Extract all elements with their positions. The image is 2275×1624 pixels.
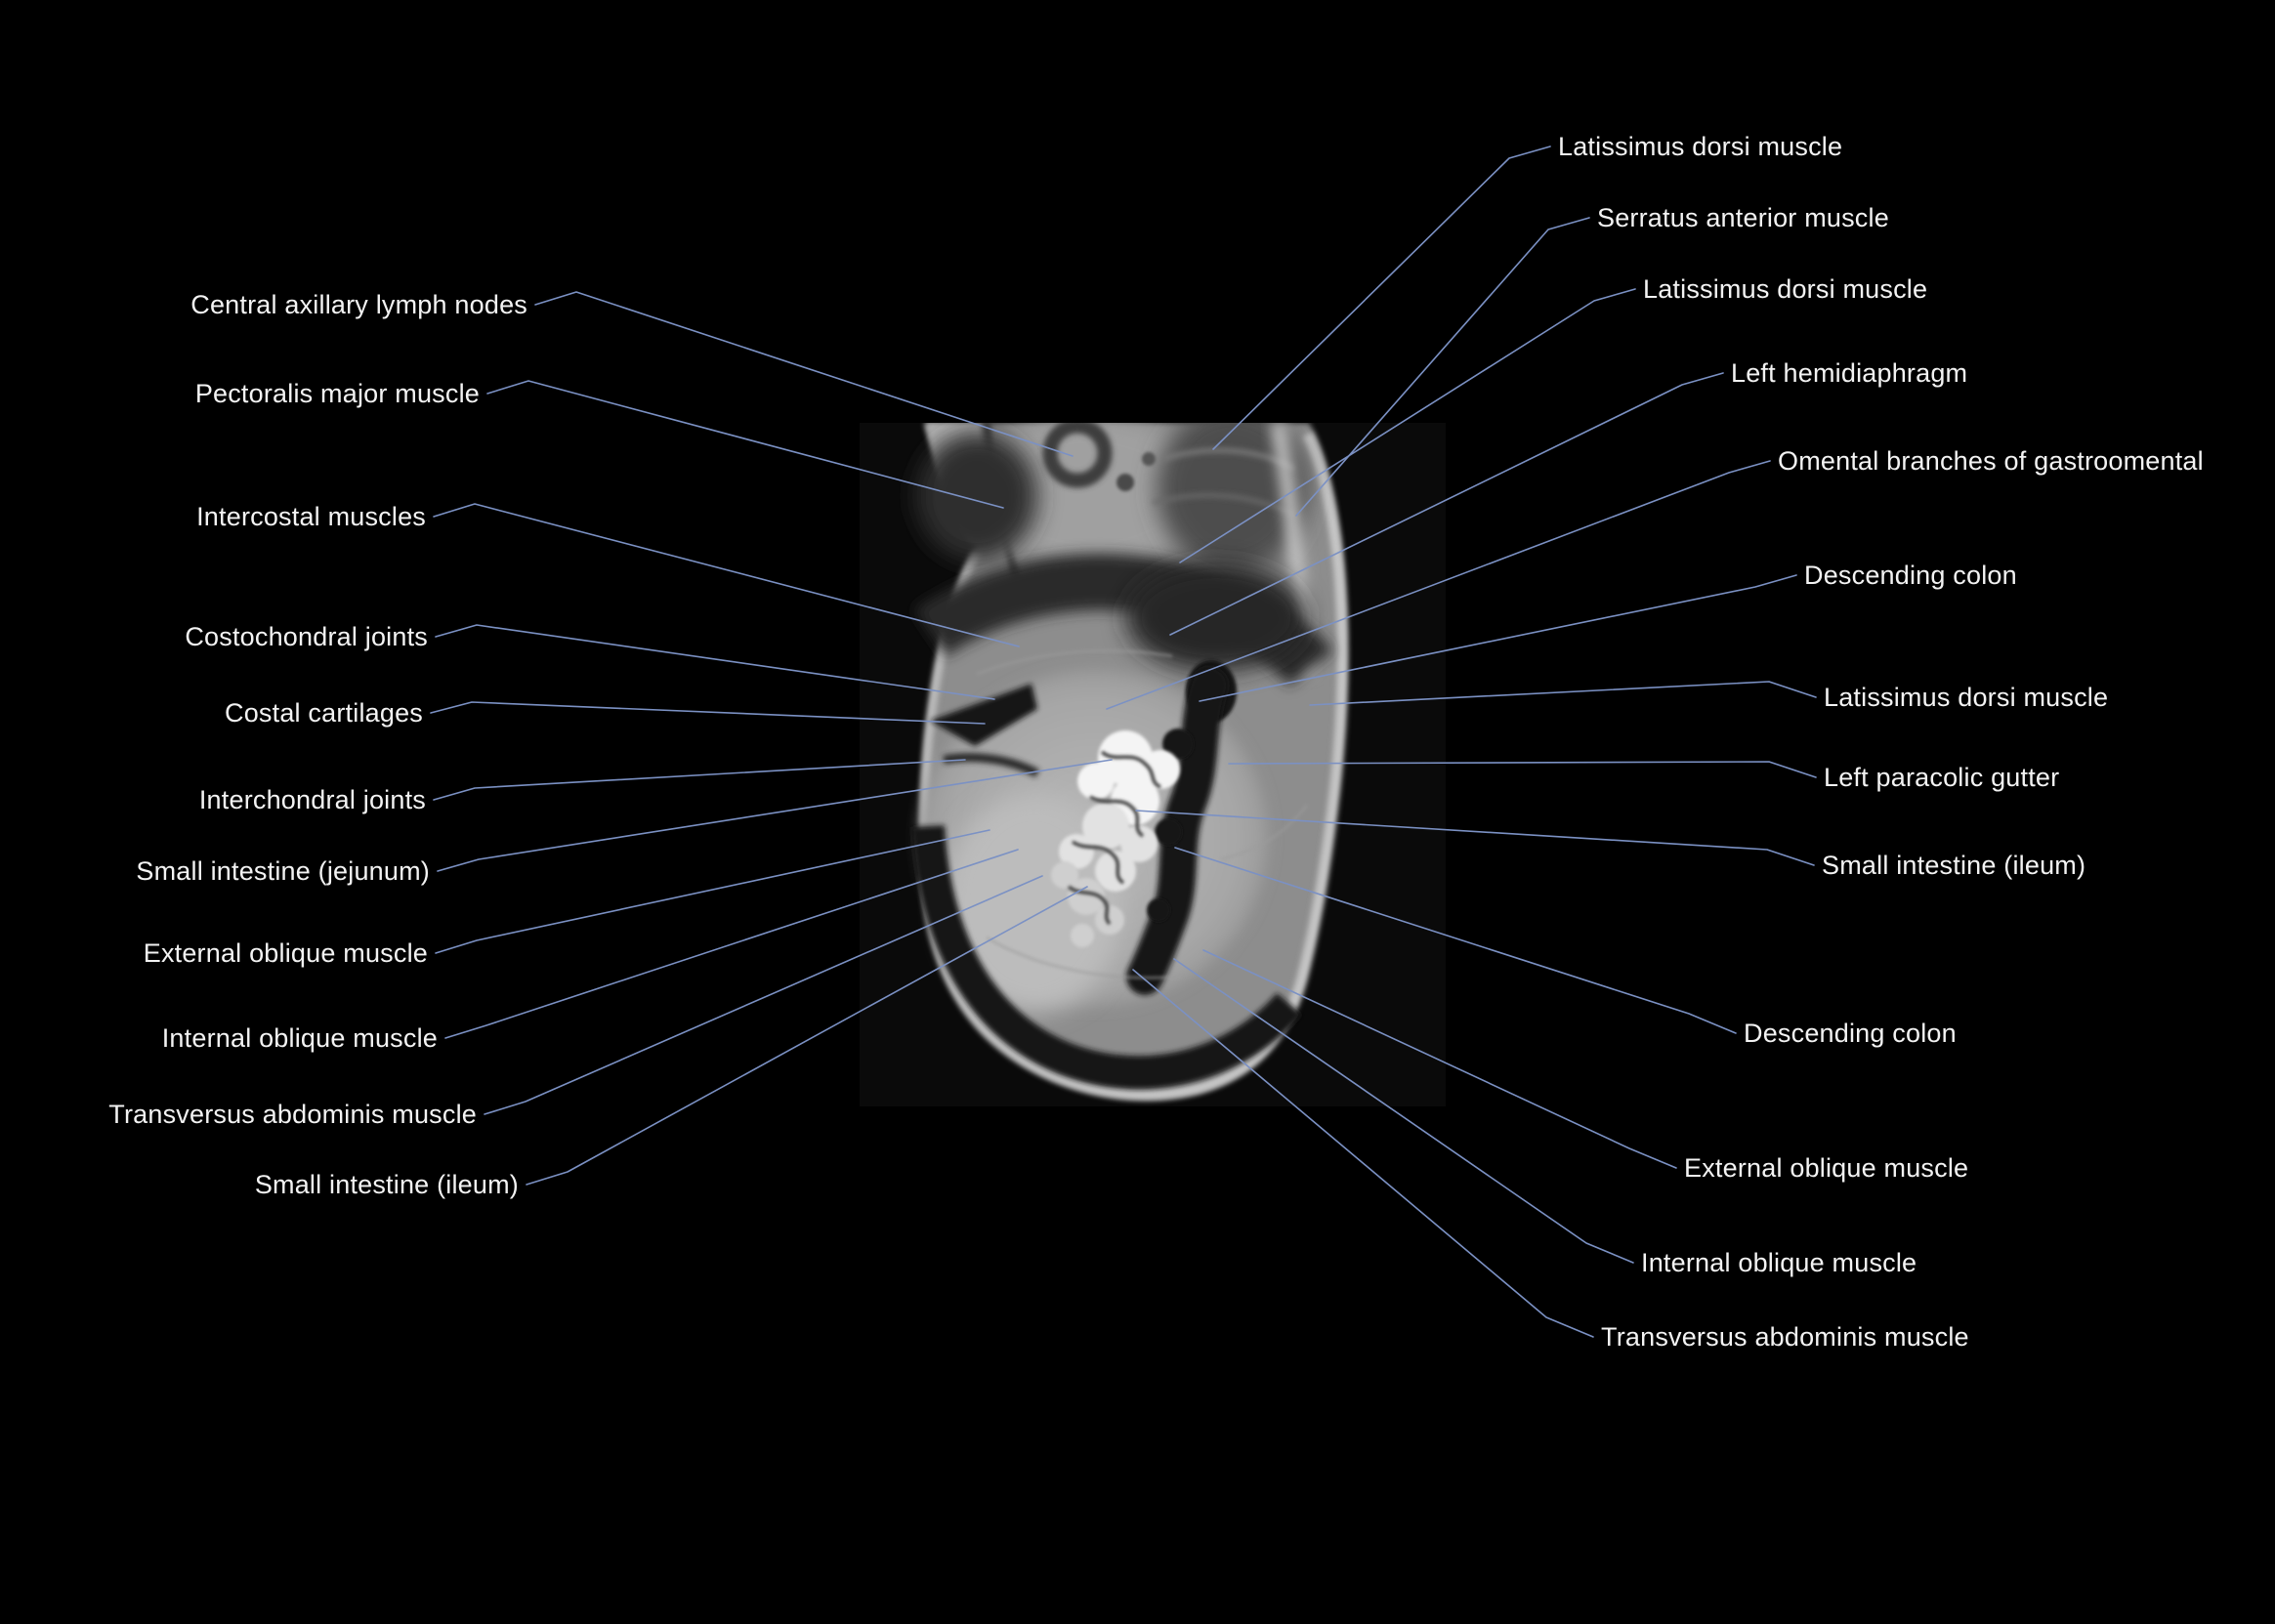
leader-line-costal-cartilages: [430, 701, 986, 725]
leader-line-interchondral-joints: [433, 759, 966, 801]
leader-line-latissimus-dorsi-muscle-3: [1309, 681, 1817, 706]
leader-line-small-intestine-ileum-r: [1135, 810, 1815, 866]
leader-line-serratus-anterior-muscle: [1295, 217, 1590, 517]
anatomy-label-serratus-anterior-muscle[interactable]: Serratus anterior muscle: [1597, 203, 1889, 232]
anatomy-label-internal-oblique-muscle-r[interactable]: Internal oblique muscle: [1641, 1248, 1917, 1277]
leader-line-small-intestine-jejunum: [437, 759, 1113, 872]
leader-line-small-intestine-ileum-l: [526, 886, 1088, 1186]
leader-line-external-oblique-muscle-r: [1202, 949, 1677, 1169]
costal-cartilage-region: [930, 684, 1040, 778]
mri-slice: [911, 423, 1348, 1101]
anatomy-label-external-oblique-muscle-r[interactable]: External oblique muscle: [1684, 1153, 1968, 1183]
axillary-lymph-node: [1042, 423, 1156, 491]
anatomy-label-small-intestine-ileum-l[interactable]: Small intestine (ileum): [255, 1170, 519, 1199]
anatomy-label-left-paracolic-gutter[interactable]: Left paracolic gutter: [1824, 763, 2059, 792]
anatomy-label-small-intestine-ileum-r[interactable]: Small intestine (ileum): [1822, 851, 2085, 880]
anatomy-label-omental-branches[interactable]: Omental branches of gastroomental: [1778, 446, 2204, 476]
back-muscle-region: [1152, 423, 1313, 675]
leader-line-left-paracolic-gutter: [1228, 761, 1817, 778]
leader-line-intercostal-muscles: [433, 503, 1020, 647]
anatomy-label-internal-oblique-muscle-l[interactable]: Internal oblique muscle: [162, 1023, 438, 1053]
anatomy-label-latissimus-dorsi-muscle-1[interactable]: Latissimus dorsi muscle: [1558, 132, 1842, 161]
anatomy-label-descending-colon-1[interactable]: Descending colon: [1804, 561, 2017, 590]
anatomy-label-latissimus-dorsi-muscle-3[interactable]: Latissimus dorsi muscle: [1824, 683, 2108, 712]
anatomy-label-costal-cartilages[interactable]: Costal cartilages: [225, 698, 423, 728]
pectoral-dark-region: [916, 432, 1037, 561]
leader-line-left-hemidiaphragm: [1169, 372, 1724, 636]
anatomy-label-left-hemidiaphragm[interactable]: Left hemidiaphragm: [1731, 358, 1967, 388]
leader-line-external-oblique-muscle-l: [435, 829, 990, 954]
leader-line-transversus-abdominis-r: [1132, 969, 1594, 1338]
leader-line-transversus-abdominis-l: [484, 875, 1043, 1115]
tissue-texture: [976, 648, 1309, 979]
anatomy-label-transversus-abdominis-l[interactable]: Transversus abdominis muscle: [108, 1100, 477, 1129]
leader-line-latissimus-dorsi-muscle-2: [1179, 288, 1636, 563]
leader-line-central-axillary-lymph-nodes: [534, 291, 1074, 457]
leader-line-internal-oblique-muscle-r: [1173, 958, 1634, 1264]
leader-line-descending-colon-2: [1174, 847, 1737, 1034]
anatomy-label-external-oblique-muscle-l[interactable]: External oblique muscle: [144, 938, 428, 968]
descending-colon-region: [1126, 660, 1237, 995]
anatomy-label-central-axillary-lymph-nodes[interactable]: Central axillary lymph nodes: [190, 290, 527, 319]
anatomy-label-latissimus-dorsi-muscle-2[interactable]: Latissimus dorsi muscle: [1643, 274, 1927, 304]
leader-line-costochondral-joints: [435, 624, 995, 700]
leader-line-pectoralis-major-muscle: [486, 380, 1004, 509]
leader-line-omental-branches: [1106, 460, 1771, 710]
anatomy-label-costochondral-joints[interactable]: Costochondral joints: [185, 622, 428, 651]
leader-line-descending-colon-1: [1199, 574, 1797, 702]
leader-line-internal-oblique-muscle-l: [444, 849, 1019, 1039]
anatomy-label-small-intestine-jejunum[interactable]: Small intestine (jejunum): [136, 856, 430, 886]
leader-line-latissimus-dorsi-muscle-1: [1212, 146, 1551, 450]
anatomy-label-descending-colon-2[interactable]: Descending colon: [1744, 1019, 1957, 1048]
anatomy-label-intercostal-muscles[interactable]: Intercostal muscles: [196, 502, 426, 531]
anatomy-label-interchondral-joints[interactable]: Interchondral joints: [199, 785, 426, 814]
small-bowel-loops: [1051, 730, 1180, 947]
leader-lines-layer: [430, 146, 1817, 1338]
anatomy-label-pectoralis-major-muscle[interactable]: Pectoralis major muscle: [195, 379, 480, 408]
anatomy-label-transversus-abdominis-r[interactable]: Transversus abdominis muscle: [1601, 1322, 1969, 1352]
